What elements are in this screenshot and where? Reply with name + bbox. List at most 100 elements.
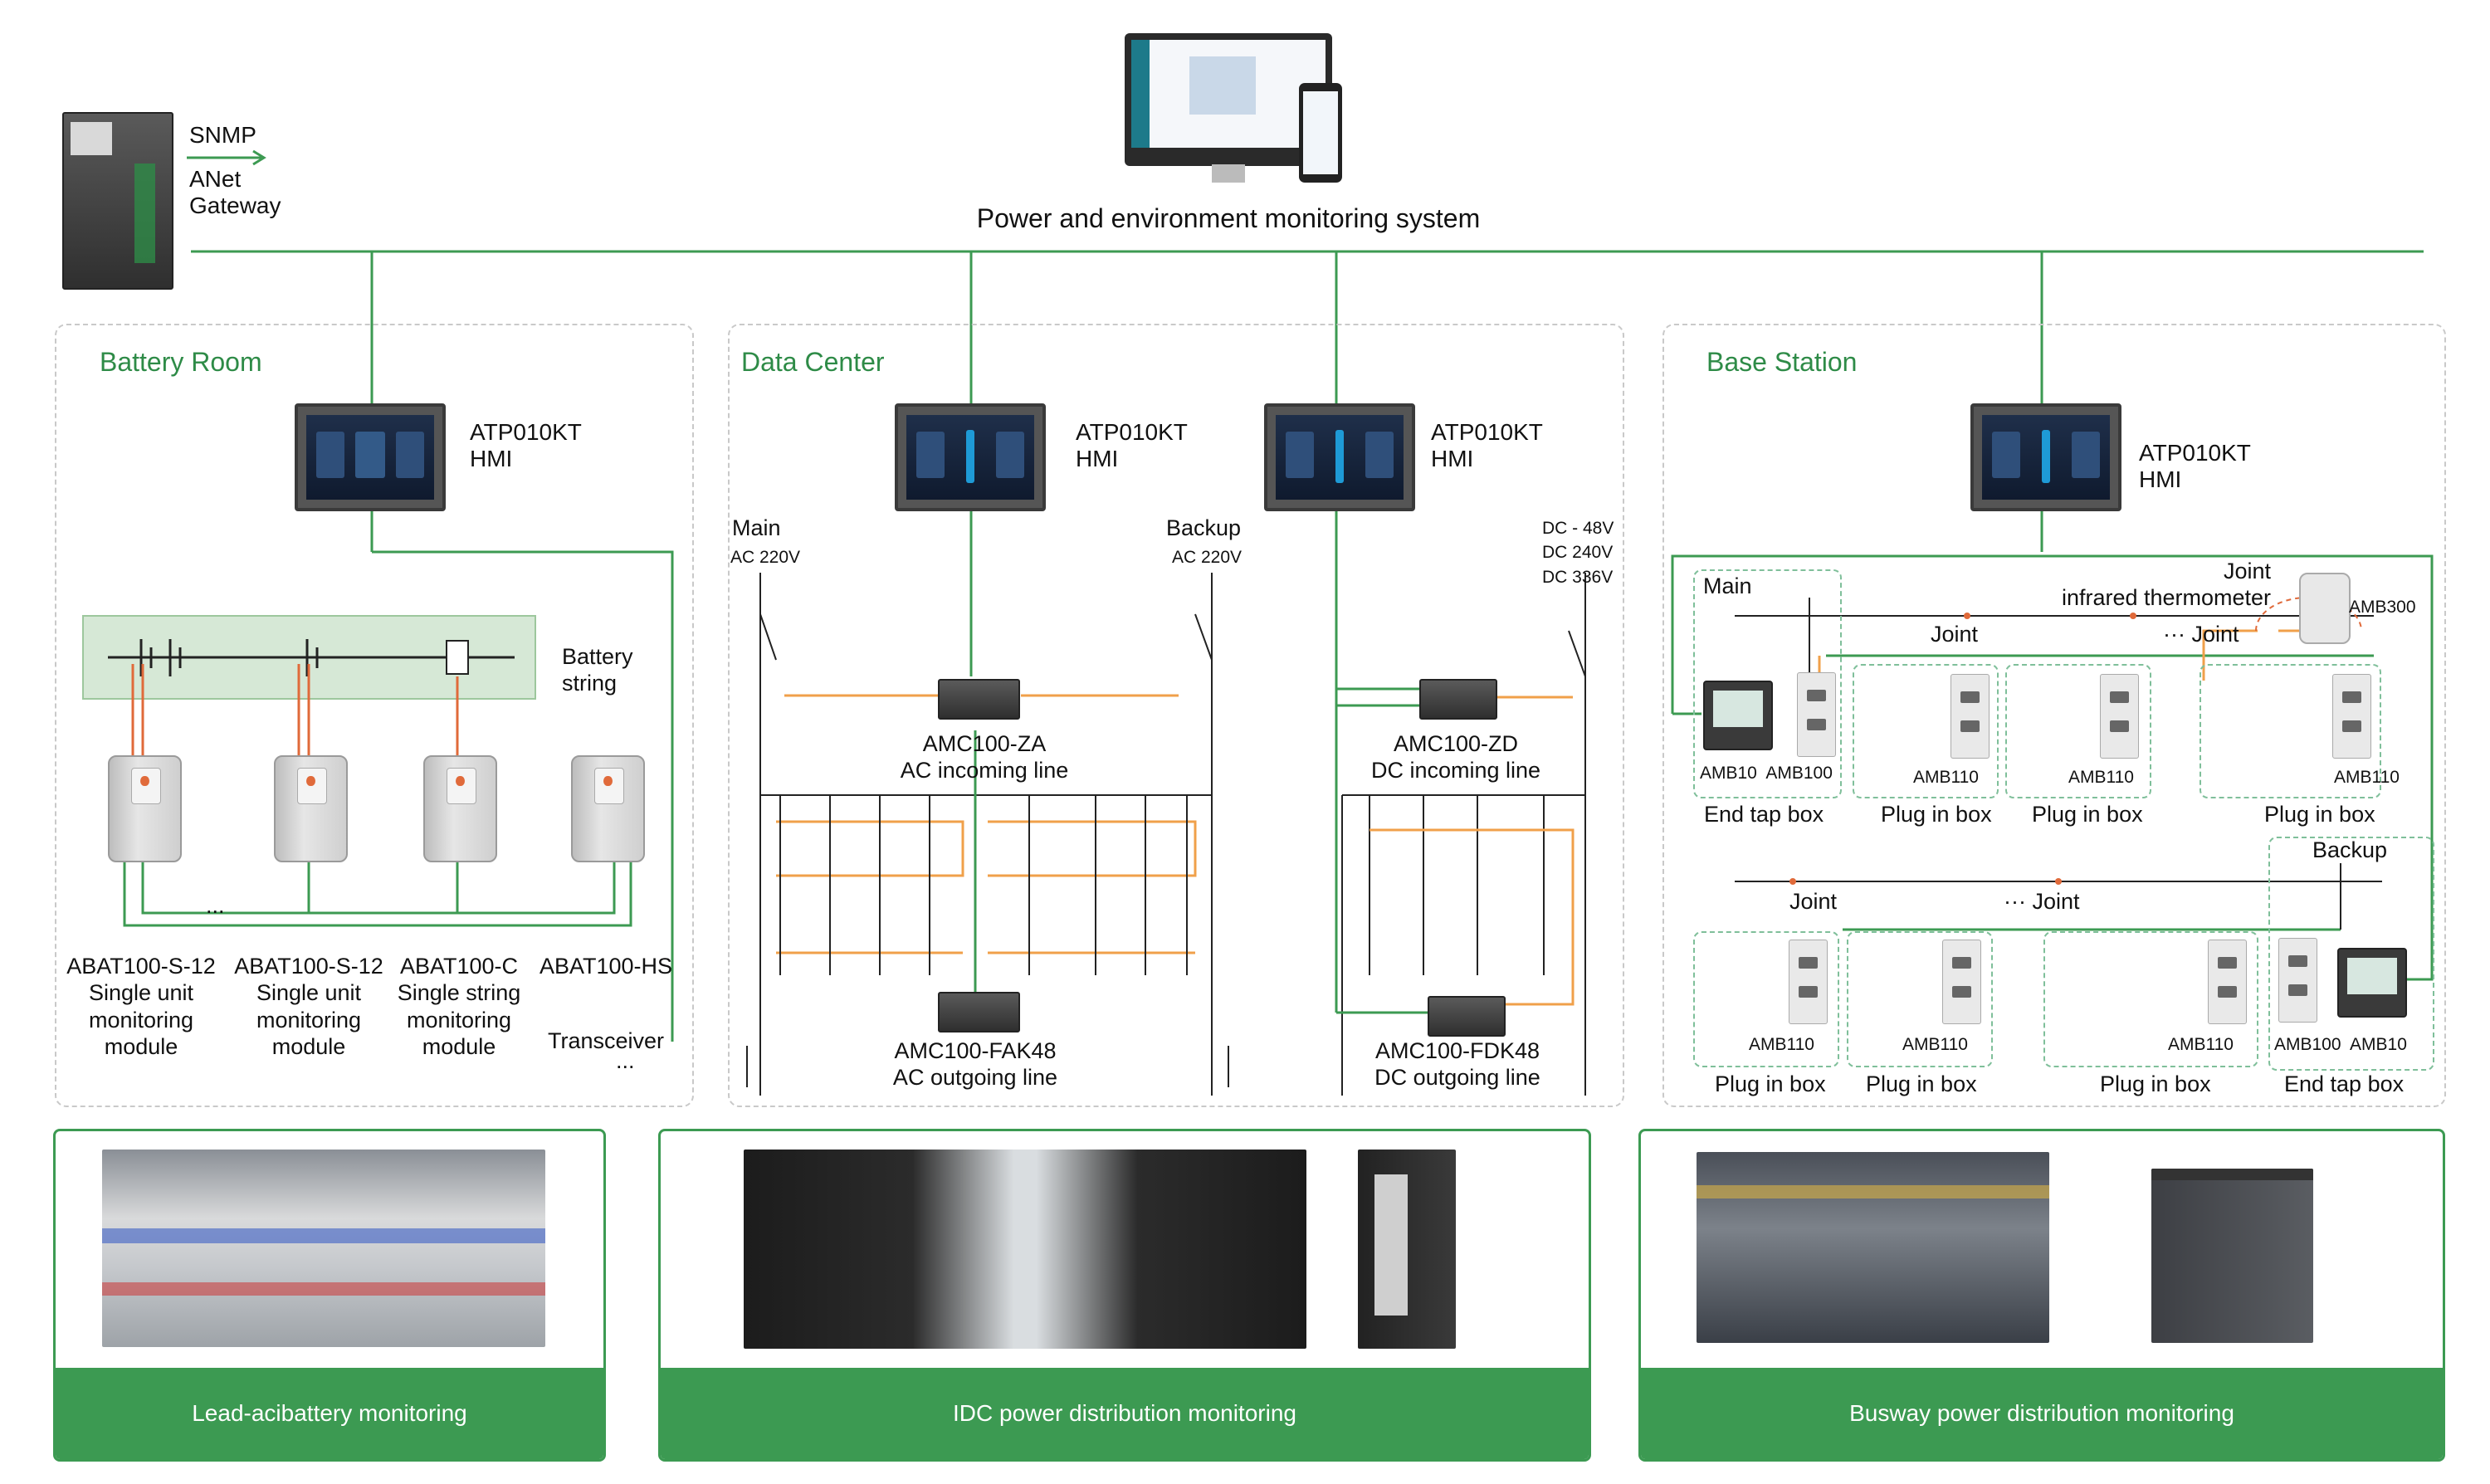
panel-idc: IDC power distribution monitoring: [658, 1129, 1591, 1462]
plug-in-box-top-label-3: Plug in box: [2264, 802, 2375, 827]
hmi-label-dc: ATP010KT HMI: [1431, 419, 1543, 472]
end-tap-box-top-label: End tap box: [1704, 802, 1824, 827]
panel-busway-caption: Busway power distribution monitoring: [1641, 1368, 2443, 1459]
hmi-label-base: ATP010KT HMI: [2139, 440, 2251, 493]
joint-bottom-2: ··· Joint: [2004, 889, 2080, 914]
ac-main-label: Main: [732, 515, 781, 540]
base-station-title: Base Station: [1706, 347, 1858, 377]
plug-in-box-top-label-2: Plug in box: [2032, 802, 2143, 827]
end-tap-box-top: [1693, 569, 1842, 798]
hmi-label-battery: ATP010KT HMI: [470, 419, 582, 472]
panel-idc-caption: IDC power distribution monitoring: [661, 1368, 1589, 1459]
amb110-bottom-label-3: AMB110: [2168, 1035, 2234, 1054]
amb100-top: [1797, 672, 1836, 757]
base-main-label: Main: [1703, 574, 1752, 598]
end-tap-models-top: AMB10 AMB100: [1700, 764, 1833, 783]
amc100-fak48-device: [938, 992, 1020, 1032]
phone-icon: [1299, 83, 1342, 183]
panel-lead-acid: Lead-acibattery monitoring: [53, 1129, 606, 1462]
datacenter-aisle-photo: [744, 1150, 1306, 1349]
ac-backup-label: Backup: [1166, 515, 1242, 540]
amb110-bottom-2: [1942, 940, 1981, 1024]
joint-top-2: ··· Joint: [2163, 622, 2239, 647]
amb10-meter-top: [1703, 681, 1773, 750]
plug-in-box-bottom-3: [2043, 931, 2258, 1067]
base-backup-label: Backup: [2312, 837, 2388, 862]
amc100-fak48-label: AMC100-FAK48 AC outgoing line: [892, 1038, 1058, 1091]
ac-main-voltage: AC 220V: [730, 548, 801, 567]
abat-module-3: [423, 755, 497, 862]
amb100-bottom: [2278, 938, 2317, 1023]
amc100-fdk48-label: AMC100-FDK48 DC outgoing line: [1374, 1038, 1540, 1091]
transceiver-ellipsis: ...: [616, 1048, 635, 1073]
battery-string-label: Battery string: [562, 644, 633, 696]
hmi-label-ac: ATP010KT HMI: [1076, 419, 1188, 472]
hmi-battery-room: [295, 403, 446, 511]
amb110-top-label-2: AMB110: [2068, 768, 2134, 787]
module-label-2: ABAT100-S-12 Single unit monitoring modu…: [234, 954, 383, 1060]
base-station-section: [1662, 324, 2446, 1107]
gateway-device: [62, 112, 173, 290]
hmi-base-station: [1970, 403, 2121, 511]
end-tap-box-bottom-label: End tap box: [2284, 1072, 2405, 1096]
amb10-meter-bottom: [2337, 948, 2407, 1018]
cabinet-photo: [1358, 1150, 1456, 1349]
amb110-top-label-3: AMB110: [2334, 768, 2400, 787]
ac-backup-voltage: AC 220V: [1172, 548, 1243, 567]
plug-in-box-top-2: [2005, 664, 2151, 798]
system-title: Power and environment monitoring system: [976, 203, 1481, 233]
busway-cabinet-photo: [2151, 1169, 2313, 1343]
panel-busway: Busway power distribution monitoring: [1638, 1129, 2445, 1462]
end-tap-box-bottom: [2268, 837, 2434, 1071]
plug-in-box-top-3: [2200, 664, 2381, 798]
battery-room-section: [55, 324, 694, 1107]
amc100-za-label: AMC100-ZA AC incoming line: [900, 731, 1069, 783]
panel-lead-acid-caption: Lead-acibattery monitoring: [56, 1368, 603, 1459]
abat-module-1: [108, 755, 182, 862]
monitor-icon: [1125, 33, 1332, 183]
plug-in-box-bottom-label-3: Plug in box: [2100, 1072, 2211, 1096]
data-center-title: Data Center: [741, 347, 885, 377]
amb110-top-label-1: AMB110: [1913, 768, 1979, 787]
plug-in-box-bottom-1: [1693, 931, 1839, 1067]
amb110-bottom-label-2: AMB110: [1902, 1035, 1968, 1054]
abat-module-4: [571, 755, 645, 862]
plug-in-box-top-1: [1853, 664, 1999, 798]
hmi-data-center-dc: [1264, 403, 1415, 511]
module-label-4: ABAT100-HS: [539, 954, 673, 979]
battery-room-title: Battery Room: [100, 347, 262, 377]
amb110-bottom-1: [1789, 940, 1828, 1024]
module-label-1: ABAT100-S-12 Single unit monitoring modu…: [66, 954, 216, 1060]
amb110-top-2: [2100, 674, 2139, 759]
amc100-zd-label: AMC100-ZD DC incoming line: [1370, 731, 1541, 783]
amb300-label: AMB300: [2349, 598, 2416, 617]
amb110-bottom-3: [2208, 940, 2247, 1024]
battery-rack-photo: [102, 1150, 545, 1347]
amc100-za-device: [938, 679, 1020, 720]
amb300-sensor: [2299, 573, 2351, 644]
amb110-top-3: [2332, 674, 2371, 759]
module-label-3: ABAT100-C Single string monitoring modul…: [397, 954, 521, 1060]
amb110-bottom-label-1: AMB110: [1749, 1035, 1814, 1054]
hmi-data-center-ac: [895, 403, 1046, 511]
amc100-fdk48-device: [1428, 996, 1506, 1037]
plug-in-box-bottom-label-1: Plug in box: [1715, 1072, 1826, 1096]
plug-in-box-bottom-label-2: Plug in box: [1866, 1072, 1977, 1096]
busway-photo: [1697, 1152, 2049, 1343]
gateway-name: ANet Gateway: [189, 166, 281, 219]
plug-in-box-bottom-2: [1847, 931, 1993, 1067]
module-chain-ellipsis: ...: [206, 893, 225, 918]
dc-voltages: DC - 48V DC 240V DC 336V: [1542, 519, 1614, 587]
joint-bottom-1: Joint: [1789, 889, 1838, 914]
gateway-protocol: SNMP: [189, 122, 256, 148]
end-tap-models-bottom: AMB100 AMB10: [2274, 1035, 2407, 1054]
transceiver-label: Transceiver: [548, 1028, 665, 1053]
data-center-section: [728, 324, 1624, 1107]
amc100-zd-device: [1419, 679, 1497, 720]
thermometer-label: Joint infrared thermometer: [2061, 559, 2272, 611]
amb110-top-1: [1950, 674, 1990, 759]
joint-top-1: Joint: [1931, 622, 1979, 647]
plug-in-box-top-label-1: Plug in box: [1881, 802, 1992, 827]
abat-module-2: [274, 755, 348, 862]
